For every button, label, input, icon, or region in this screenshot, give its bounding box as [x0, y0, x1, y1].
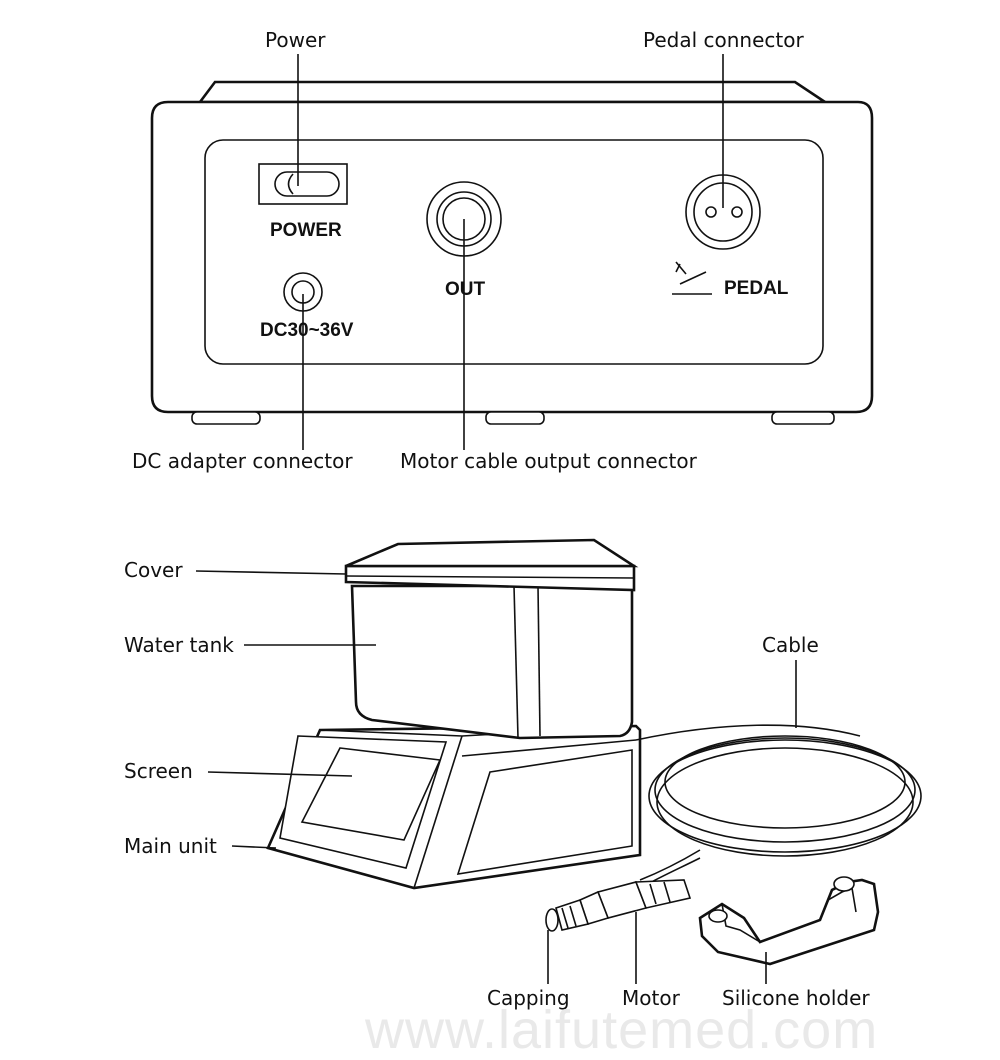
label-dc-adapter-connector: DC adapter connector [132, 449, 353, 473]
label-motor-cable-output-connector: Motor cable output connector [400, 449, 698, 473]
panel-pedal-text: PEDAL [724, 278, 789, 299]
foot-center [485, 411, 545, 425]
foot-left [191, 411, 261, 425]
label-screen: Screen [124, 759, 193, 783]
leader-main-unit [231, 845, 277, 849]
label-capping: Capping [487, 986, 570, 1010]
device-top-rim [197, 80, 830, 104]
leader-cover [195, 570, 347, 575]
cable [635, 724, 922, 887]
silicone-holder [698, 876, 880, 966]
rear-panel-face [204, 139, 824, 365]
cover [344, 538, 639, 592]
power-switch-knob [287, 173, 294, 195]
label-cable: Cable [762, 633, 819, 657]
capping [545, 898, 590, 932]
panel-power-text: POWER [270, 220, 342, 241]
foot-right [771, 411, 835, 425]
perspective-view: Cover Water tank Cable Screen Main unit … [124, 538, 922, 1010]
motor [579, 879, 692, 925]
watermark: www.laifutemed.com [364, 1000, 878, 1060]
pedal-pin-right [731, 206, 743, 218]
leader-screen [207, 771, 353, 777]
label-silicone-holder: Silicone holder [722, 986, 870, 1010]
label-power: Power [265, 28, 326, 52]
panel-dc-text: DC30~36V [260, 320, 354, 341]
label-cover: Cover [124, 558, 183, 582]
label-main-unit: Main unit [124, 834, 217, 858]
rear-panel-view: POWER DC30~36V OUT PEDAL Power Pedal con… [132, 28, 874, 473]
water-tank [350, 584, 634, 740]
label-motor: Motor [622, 986, 681, 1010]
screen [300, 747, 442, 841]
pedal-pin-left [705, 206, 717, 218]
label-pedal-connector: Pedal connector [643, 28, 804, 52]
panel-out-text: OUT [445, 279, 486, 300]
power-switch-rocker[interactable] [274, 171, 340, 197]
pedal-icon [672, 261, 712, 295]
label-water-tank: Water tank [124, 633, 234, 657]
